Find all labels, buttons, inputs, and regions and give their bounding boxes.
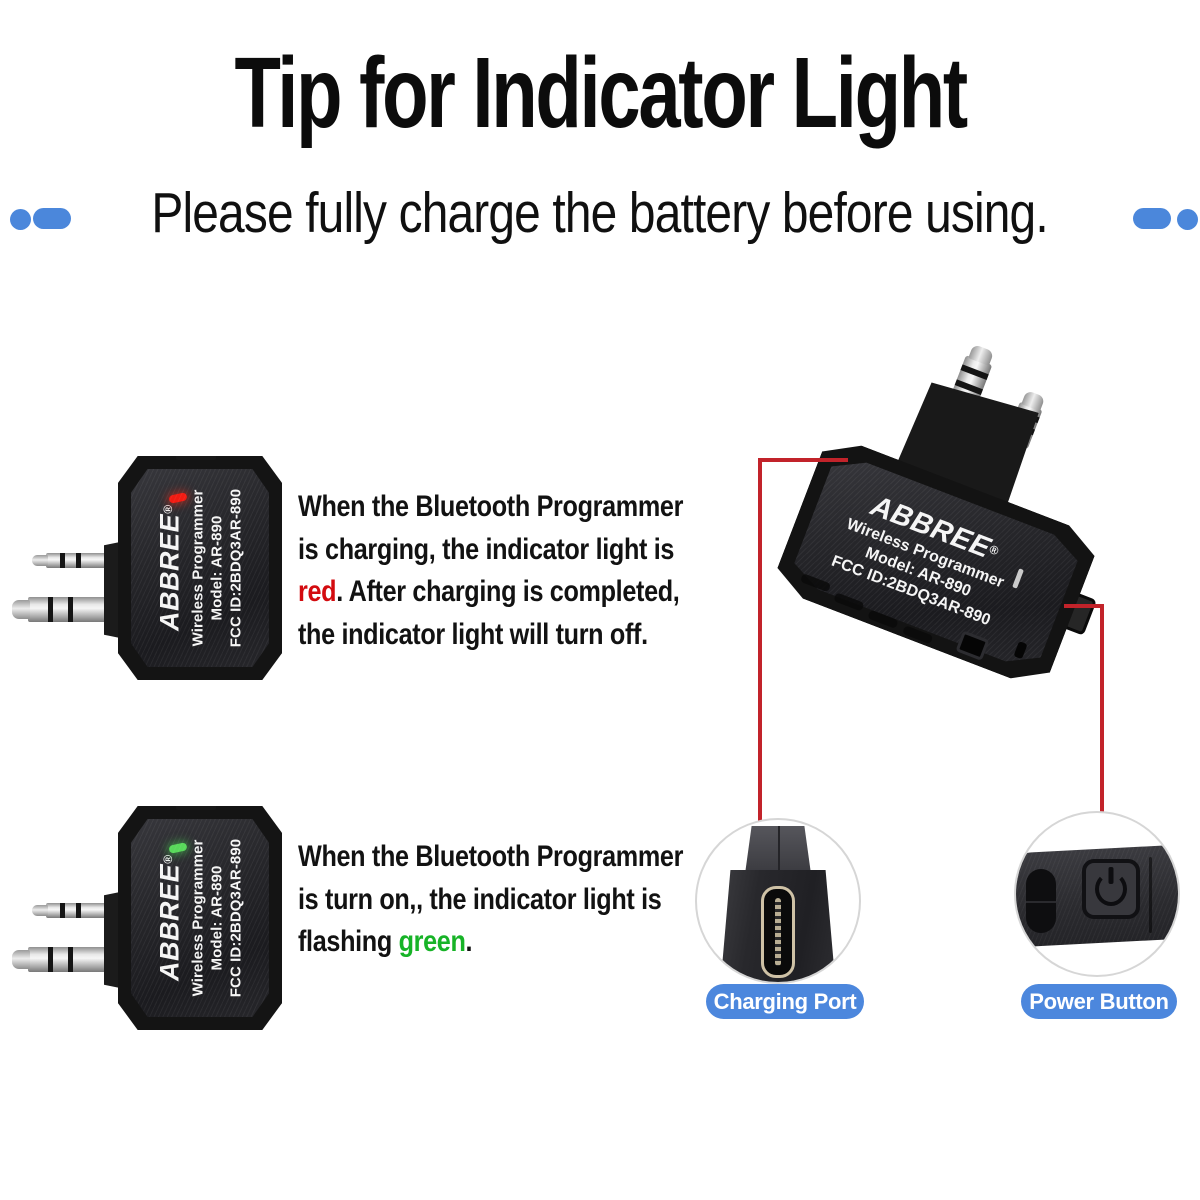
power-button-photo [1014,811,1180,977]
left-dash-icon [33,208,71,229]
power-callout-line-horizontal [1064,604,1104,608]
programmer-photo-on: ABBREE® Wireless Programmer Model: AR-89… [12,800,298,1040]
model-label: Model: AR-890 [862,544,974,601]
plug-ring [76,903,81,918]
plug-ring [60,903,65,918]
brand-label: ABBREE [866,489,995,565]
plug-ring [48,947,53,972]
tip-line: When the Bluetooth Programmer [298,840,684,873]
tip-line: is turn on,, the indicator light is [298,882,662,916]
side-button-tab [176,456,216,460]
fcc-label: FCC ID:2BDQ3AR-890 [227,488,245,648]
plug-tip [32,904,48,917]
brand-label: ABBREE [154,863,185,981]
side-seam [1149,857,1152,933]
brand-label: ABBREE [154,513,185,631]
plug-tip [32,554,48,567]
green-led-indicator [168,842,188,854]
green-highlight: green [398,925,466,958]
charging-tip-text: When the Bluetooth Programmer is chargin… [298,486,683,656]
page-title: Tip for Indicator Light [234,37,968,149]
red-highlight: red [298,575,337,608]
plug-tip [12,950,30,969]
red-led-indicator [168,492,188,504]
tip-line: is charging, the indicator light is [298,532,675,566]
fcc-label: FCC ID:2BDQ3AR-890 [829,552,993,630]
left-dot-icon [10,209,31,230]
subtitle: Please fully charge the battery before u… [151,181,1049,245]
registered-mark: ® [161,505,176,514]
led-slot [1012,568,1024,588]
plug-ring [68,947,73,972]
subtitle-row: Please fully charge the battery before u… [0,180,1200,246]
model-label: Model: AR-890 [208,865,226,971]
device-body: ABBREE® Wireless Programmer Model: AR-89… [118,456,282,680]
plug-tip [968,343,995,366]
device-faceplate: ABBREE® Wireless Programmer Model: AR-89… [131,819,269,1017]
device-label-text: ABBREE® Wireless Programmer Model: AR-89… [154,469,246,667]
audio-plug-thin [32,903,110,918]
tip-line: When the Bluetooth Programmer [298,490,684,523]
title-row: Tip for Indicator Light [0,34,1200,152]
programmer-photo-charging: ABBREE® Wireless Programmer Model: AR-89… [12,450,298,690]
power-callout-line-vertical [1100,604,1104,818]
tip-line: flashing [298,925,392,958]
tip-line: the indicator light will turn off. [298,617,648,651]
power-button [1082,859,1140,919]
charging-callout-line-horizontal [758,458,848,462]
registered-mark: ® [987,541,1001,559]
usb-c-port [761,886,795,978]
plug-ring [960,364,989,381]
device-faceplate: ABBREE® Wireless Programmer Model: AR-89… [131,469,269,667]
right-dot-icon [1177,209,1198,230]
device-faceplate: ABBREE® Wireless Programmer Model: AR-89… [788,451,1083,673]
right-dash-icon [1133,208,1171,229]
device-body: ABBREE® Wireless Programmer Model: AR-89… [118,806,282,1030]
audio-plug-thick [12,597,110,622]
tip-line: . [465,925,473,958]
audio-plug-thin [32,553,110,568]
plug-ring [68,597,73,622]
programmer-photo-large: ABBREE® Wireless Programmer Model: AR-89… [770,293,1155,691]
model-label: Model: AR-890 [208,515,226,621]
power-icon [1095,872,1127,906]
device-bottom-end [720,826,836,982]
registered-mark: ® [161,855,176,864]
audio-plug-thick [12,947,110,972]
plug-ring [60,553,65,568]
power-on-tip-text: When the Bluetooth Programmer is turn on… [298,836,683,964]
power-icon-stem [1108,867,1114,884]
charging-callout-line-vertical [758,458,762,828]
charging-port-photo [695,818,861,984]
plug-tip [12,600,30,619]
tip-line: . After charging is completed, [336,575,680,608]
product-label: Wireless Programmer [189,839,207,997]
plug-tip [1021,390,1045,412]
side-oval-cutout [1026,869,1056,933]
charging-port-label: Charging Port [706,984,864,1019]
product-label: Wireless Programmer [844,515,1007,592]
plug-ring [76,553,81,568]
device-end-cap [745,826,811,874]
fcc-label: FCC ID:2BDQ3AR-890 [227,838,245,998]
product-label: Wireless Programmer [189,489,207,647]
plug-ring [48,597,53,622]
side-button-tab [176,806,216,810]
power-button-label: Power Button [1021,984,1177,1019]
device-label-text: ABBREE® Wireless Programmer Model: AR-89… [154,819,246,1017]
